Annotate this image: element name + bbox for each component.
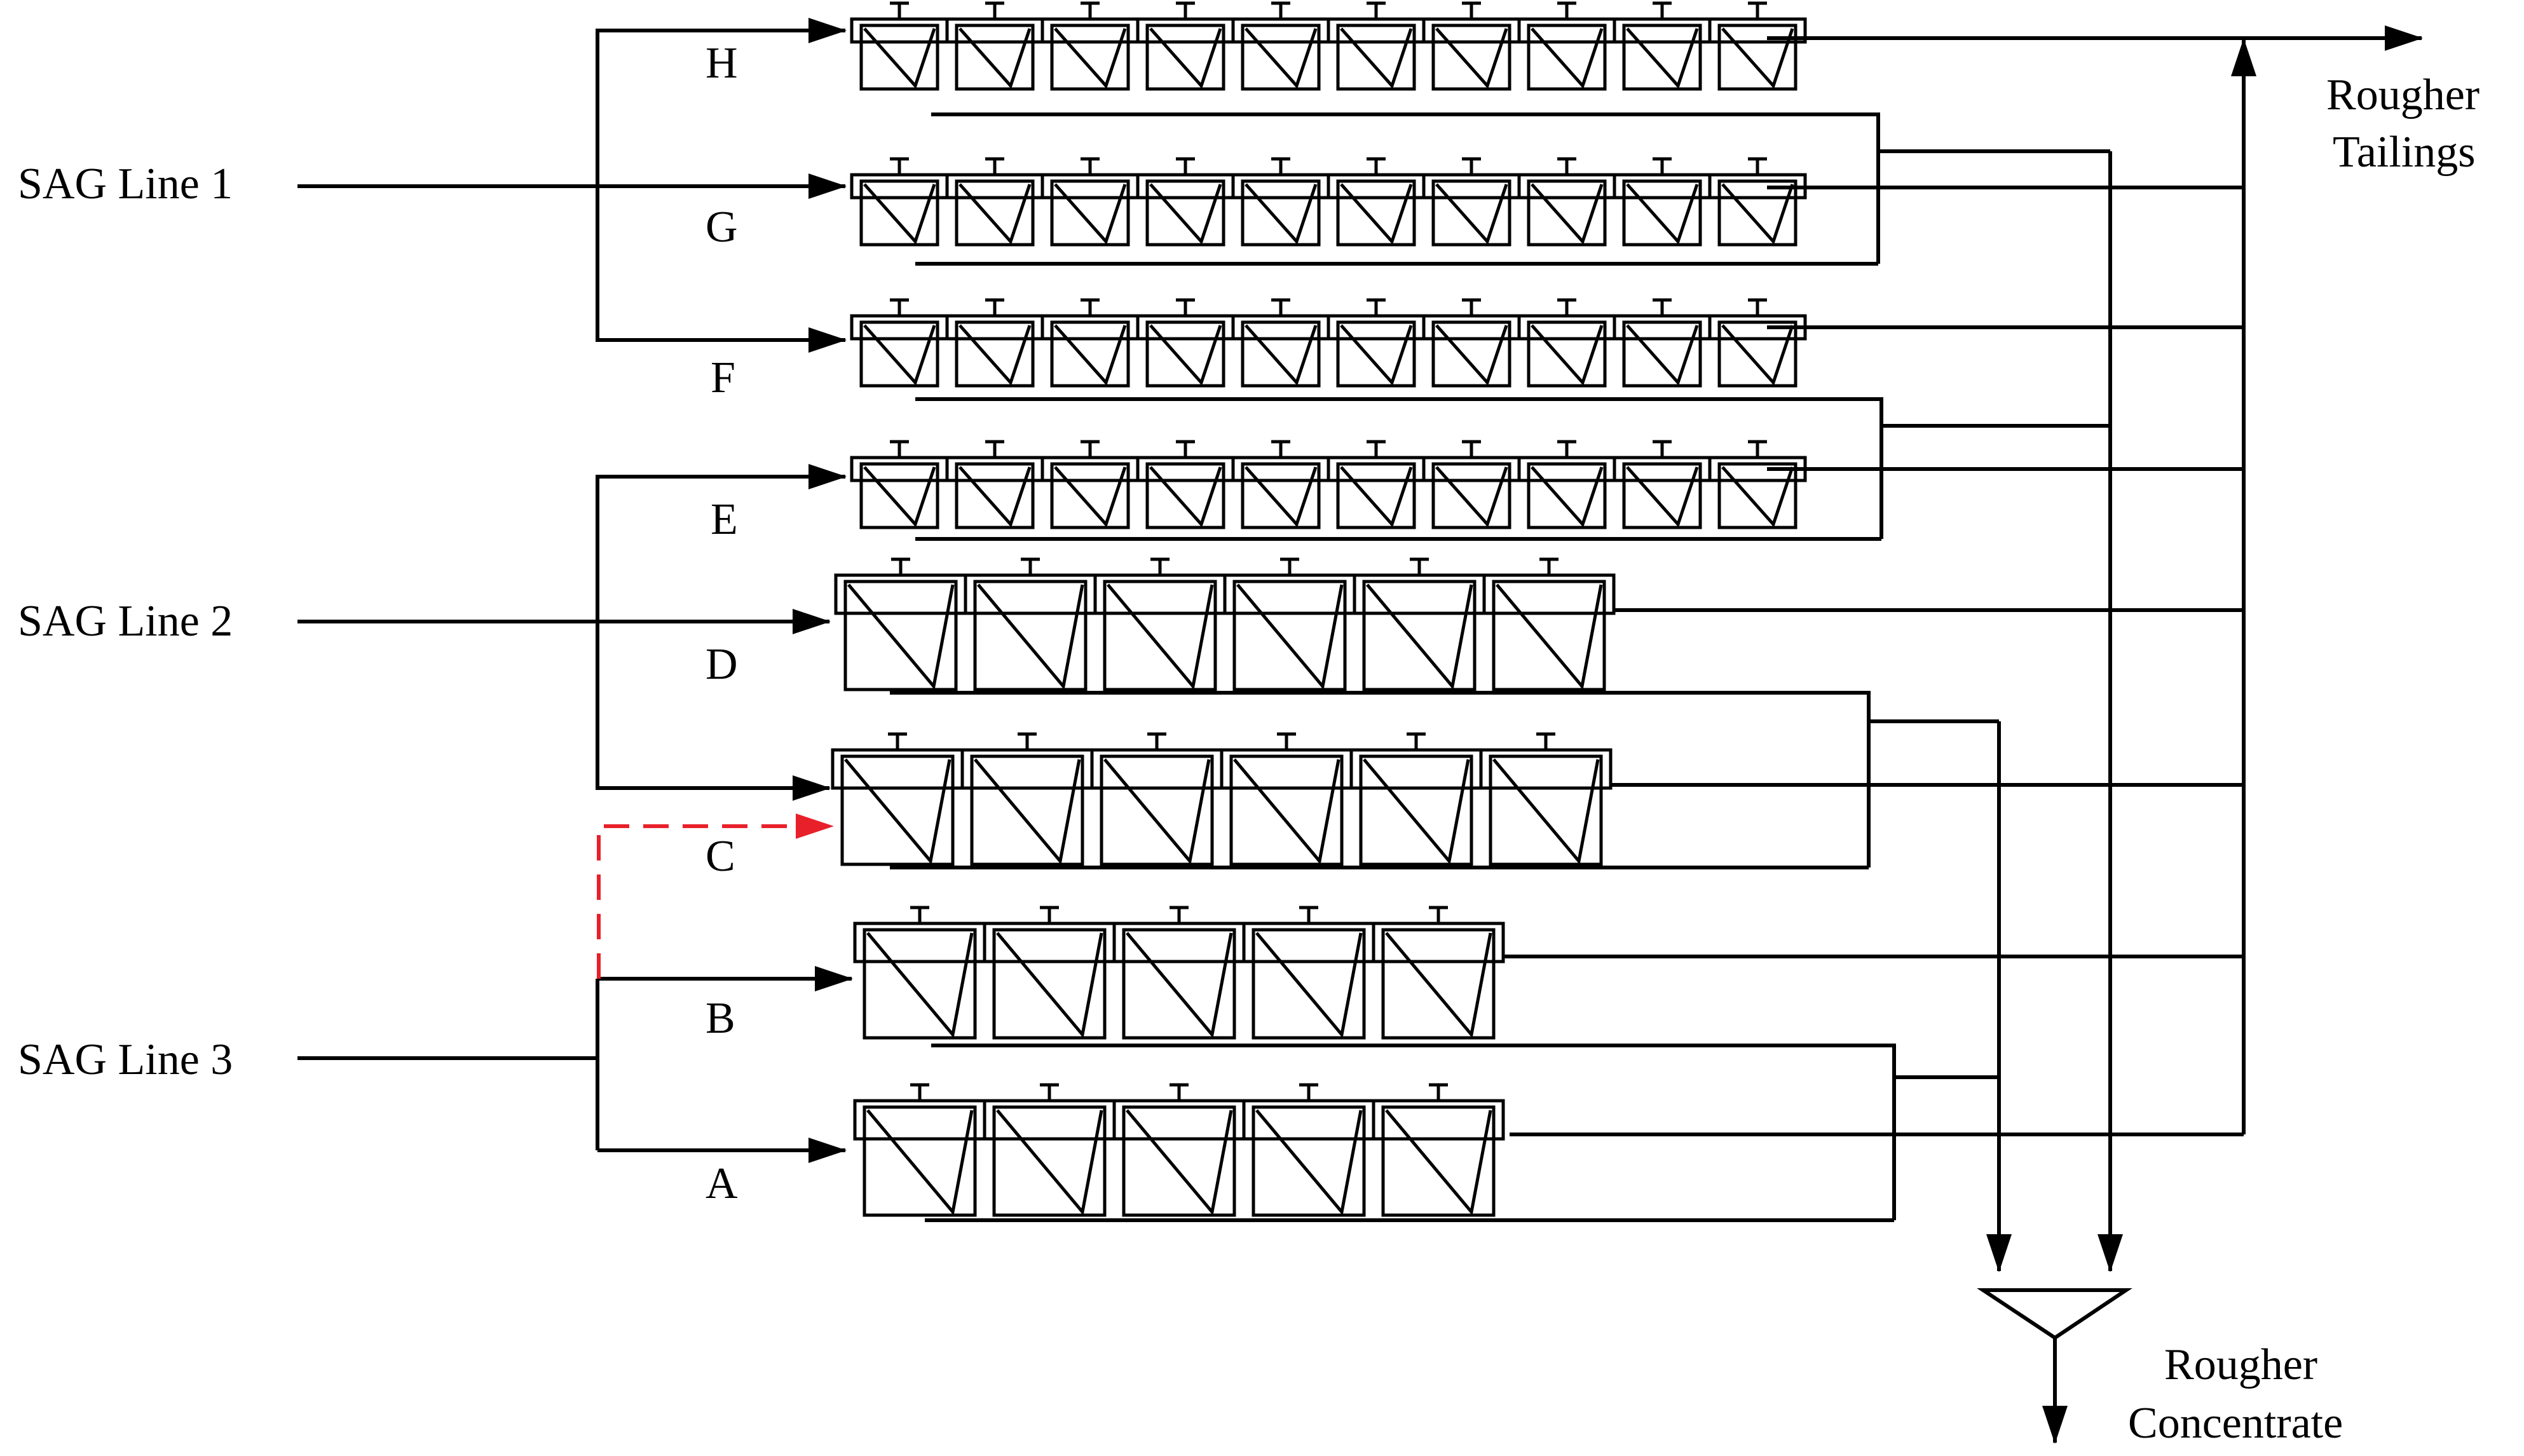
sag-line-2-label: SAG Line 2 — [18, 597, 233, 646]
flotation-cell — [1482, 557, 1606, 691]
flotation-cell — [1040, 157, 1130, 247]
rougher-concentrate-label-line2: Concentrate — [2128, 1399, 2343, 1448]
flotation-cell — [983, 906, 1107, 1040]
flotation-cell — [1327, 440, 1416, 529]
flotation-cell — [945, 1, 1035, 91]
bank-c — [831, 732, 1613, 866]
flotation-cell — [1708, 440, 1797, 529]
flotation-cell — [863, 1083, 977, 1217]
flotation-cell — [1517, 298, 1607, 388]
flotation-cell — [1040, 298, 1130, 388]
flotation-cell — [1327, 1, 1416, 91]
bank-f — [850, 298, 1807, 388]
flotation-cell — [1479, 732, 1603, 866]
flotation-cell — [964, 557, 1088, 691]
flotation-cell — [1090, 732, 1214, 866]
flotation-cell — [983, 1083, 1107, 1217]
flotation-cell — [1231, 157, 1321, 247]
flotation-cell — [1327, 157, 1416, 247]
flotation-cell — [843, 557, 958, 691]
labels: SAG Line 1 SAG Line 2 SAG Line 3 H G F E… — [18, 39, 2480, 1448]
flotation-cell — [1422, 157, 1511, 247]
flotation-cell — [1613, 157, 1702, 247]
flotation-cell — [1708, 298, 1797, 388]
flotation-cell — [1372, 906, 1496, 1040]
bank-label-e: E — [711, 495, 738, 544]
flotation-cell — [945, 440, 1035, 529]
sag1-branch-line — [596, 29, 845, 342]
flotation-cell — [1040, 1, 1130, 91]
flotation-cell — [1136, 298, 1225, 388]
flotation-cell — [945, 298, 1035, 388]
bank-label-d: D — [706, 640, 738, 689]
flotation-cell — [1517, 440, 1607, 529]
flotation-cell — [1422, 1, 1511, 91]
rougher-tailings-label-line1: Rougher — [2326, 71, 2480, 119]
bank-label-a: A — [706, 1159, 738, 1208]
flotation-cell — [1613, 298, 1702, 388]
concentrate-lines — [890, 112, 2132, 1444]
flotation-cell — [1708, 1, 1797, 91]
flotation-cell — [1242, 906, 1366, 1040]
flotation-cell — [1223, 557, 1347, 691]
bank-label-b: B — [706, 994, 735, 1043]
flotation-cell — [1708, 157, 1797, 247]
bank-g — [850, 157, 1807, 247]
rougher-tailings-label-line2: Tailings — [2333, 128, 2476, 177]
rougher-concentrate-label-line1: Rougher — [2164, 1340, 2317, 1389]
bank-label-c: C — [706, 832, 735, 881]
flotation-cell — [1136, 440, 1225, 529]
flotation-cell — [1517, 157, 1607, 247]
concentrate-hopper — [1977, 1288, 2132, 1340]
flotation-cell — [1422, 440, 1511, 529]
flotation-cell — [863, 906, 977, 1040]
sag-line-3-label: SAG Line 3 — [18, 1035, 233, 1084]
flotation-cell — [1517, 1, 1607, 91]
sag2-branch-line — [596, 475, 845, 790]
flotation-cell — [859, 157, 939, 247]
flotation-cell — [1093, 557, 1217, 691]
flotation-cell — [1242, 1083, 1366, 1217]
flotation-cell — [1327, 298, 1416, 388]
bank-a — [853, 1083, 1505, 1217]
flotation-cell — [1349, 732, 1473, 866]
flotation-cell — [1136, 157, 1225, 247]
bank-label-f: F — [711, 353, 735, 402]
flotation-cell — [840, 732, 955, 866]
alternate-feed-line — [597, 813, 834, 979]
flotation-cell — [859, 1, 939, 91]
flotation-cell — [1231, 1, 1321, 91]
flotation-cell — [1353, 557, 1477, 691]
flotation-cell — [1220, 732, 1344, 866]
flotation-cell — [1231, 298, 1321, 388]
flotation-cell — [859, 298, 939, 388]
flotation-cell — [859, 440, 939, 529]
bank-b — [853, 906, 1505, 1040]
flotation-cell — [1136, 1, 1225, 91]
bank-e — [850, 440, 1807, 529]
flotation-cell — [1112, 1083, 1236, 1217]
flotation-cell — [960, 732, 1084, 866]
flotation-cell — [1613, 440, 1702, 529]
flotation-cell — [1040, 440, 1130, 529]
flotation-cell — [945, 157, 1035, 247]
flotation-cell — [1613, 1, 1702, 91]
bank-label-h: H — [706, 39, 738, 88]
flotation-cell — [1112, 906, 1236, 1040]
bank-h — [850, 1, 1807, 91]
flotation-cell — [1231, 440, 1321, 529]
feed-lines — [297, 18, 853, 1163]
bank-d — [834, 557, 1616, 691]
tailings-lines — [1503, 25, 2423, 1136]
sag-line-1-label: SAG Line 1 — [18, 160, 233, 208]
flotation-cell — [1372, 1083, 1496, 1217]
bank-label-g: G — [706, 203, 738, 252]
flotation-cell — [1422, 298, 1511, 388]
